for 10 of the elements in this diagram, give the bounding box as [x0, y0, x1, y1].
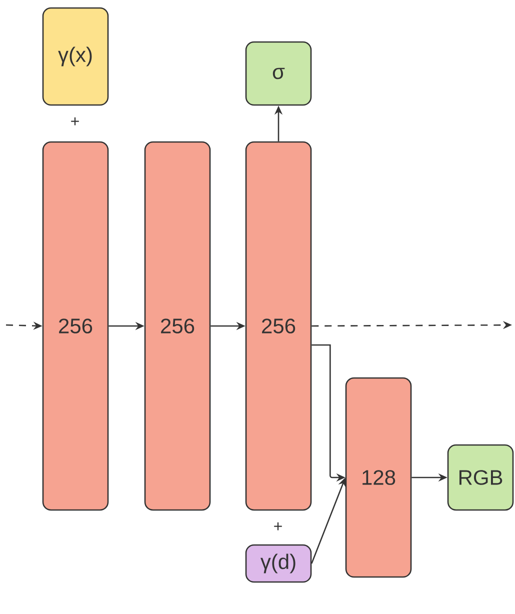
layer-box: RGB	[447, 444, 514, 511]
layer-box: 256	[42, 141, 109, 511]
layer-box: σ	[245, 41, 312, 106]
plus-sign: +	[274, 522, 282, 530]
layer-box: γ(x)	[42, 7, 109, 106]
layer-box: 128	[345, 377, 412, 578]
layer-box: 256	[144, 141, 211, 511]
plus-sign: +	[71, 117, 79, 126]
layer-box: γ(d)	[245, 544, 312, 583]
layer-box: 256	[245, 141, 312, 511]
